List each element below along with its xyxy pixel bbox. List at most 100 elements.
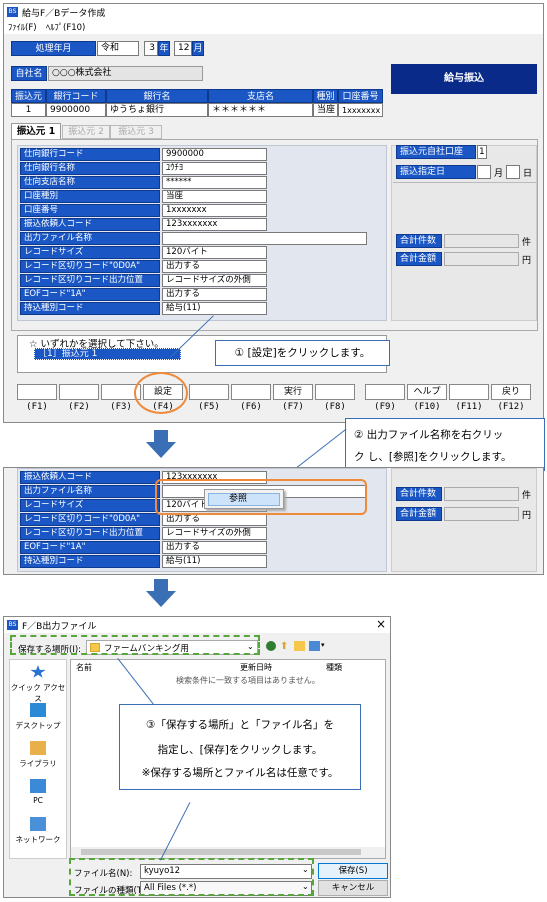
field-label: 仕向銀行コード [20, 148, 160, 161]
transfer-month-field[interactable] [477, 165, 491, 179]
context-menu-browse[interactable]: 参照 [208, 493, 280, 506]
total-amount-unit-2: 円 [522, 511, 532, 521]
down-arrow-2-head [146, 591, 176, 607]
back-icon[interactable] [266, 641, 276, 651]
view-menu-icon[interactable] [309, 641, 320, 651]
source-account-field[interactable]: 1 [477, 145, 487, 159]
td-branch-name[interactable]: ＊＊＊＊＊＊ [208, 103, 313, 117]
filename-label: ファイル名(N): [74, 869, 133, 879]
field-value[interactable]: 出力する [162, 260, 267, 273]
fkey-label-f12: (F12) [497, 402, 525, 412]
fkey-button-f9[interactable] [365, 384, 405, 400]
menu-file[interactable]: ﾌｧｲﾙ(F) [8, 23, 37, 33]
fkey-button-f5[interactable] [189, 384, 229, 400]
scrollbar-thumb[interactable] [81, 849, 361, 855]
th-bank-code: 銀行コード [46, 89, 106, 103]
field-value[interactable]: 120バイト [162, 246, 267, 259]
callout-1: ① [設定]をクリックします。 [215, 340, 390, 366]
td-source[interactable]: 1 [11, 103, 46, 117]
field-value[interactable]: 出力する [162, 541, 267, 554]
th-type: 種別 [313, 89, 338, 103]
month-unit: 月 [192, 41, 204, 56]
td-bank-name[interactable]: ゆうちょ銀行 [106, 103, 208, 117]
view-menu-chevron-icon[interactable]: ▾ [321, 641, 325, 649]
col-type[interactable]: 種類 [326, 663, 342, 672]
filename-chevron-icon[interactable]: ⌄ [302, 865, 309, 874]
period-label: 処理年月 [11, 41, 96, 56]
field-value[interactable]: レコードサイズの外側 [162, 274, 267, 287]
field-value[interactable]: 1xxxxxxx [162, 204, 267, 217]
place-label[interactable]: ライブラリ [19, 759, 57, 768]
field-value[interactable]: ****** [162, 176, 267, 189]
callout3-line2: 指定し、[保存]をクリックします。 [157, 744, 323, 756]
callout-2: ② 出力ファイル名称を右クリッ ク し、[参照]をクリックします。 [345, 418, 545, 471]
tab-source-3[interactable]: 振込元 3 [110, 125, 162, 139]
place-label[interactable]: ネットワーク [15, 835, 61, 844]
td-type[interactable]: 当座 [313, 103, 338, 117]
field-value[interactable]: ﾕｳﾁﾖ [162, 162, 267, 175]
fkey-label-f3: (F3) [110, 402, 132, 412]
field-value[interactable]: 出力する [162, 513, 267, 526]
highlight-save-in [10, 635, 260, 655]
fkey-button-f8[interactable] [315, 384, 355, 400]
down-arrow-1 [154, 430, 168, 442]
place-label[interactable]: デスクトップ [15, 721, 61, 730]
field-value[interactable]: 給与(11) [162, 555, 267, 568]
total-count-unit-2: 件 [522, 491, 532, 501]
library-icon[interactable] [30, 741, 46, 755]
fkey-button-f2[interactable] [59, 384, 99, 400]
network-icon[interactable] [30, 817, 46, 831]
filename-input[interactable]: kyuyo12 [140, 864, 312, 879]
menu-help[interactable]: ﾍﾙﾌﾟ(F10) [46, 23, 86, 33]
transfer-day-field[interactable] [506, 165, 520, 179]
fkey-button-f7[interactable]: 実行 [273, 384, 313, 400]
selection-item[interactable]: ［1］振込元 1 [34, 348, 181, 360]
place-label[interactable]: クイック アクセス [10, 683, 66, 703]
empty-message: 検索条件に一致する項目はありません。 [176, 676, 320, 685]
save-button[interactable]: 保存(S) [318, 863, 388, 879]
td-account[interactable]: 1xxxxxxx [338, 103, 383, 117]
save-in-select[interactable]: ファームバンキング用 ⌄ [86, 640, 258, 655]
company-field: ○○○株式会社 [48, 66, 203, 81]
down-arrow-2 [154, 579, 168, 591]
th-bank-name: 銀行名 [106, 89, 208, 103]
horizontal-scrollbar[interactable] [71, 847, 385, 858]
era-field[interactable]: 令和 [97, 41, 139, 56]
td-bank-code[interactable]: 9900000 [46, 103, 106, 117]
month-field[interactable]: 12 [174, 41, 192, 56]
field-value[interactable]: レコードサイズの外側 [162, 527, 267, 540]
year-field[interactable]: 3 [144, 41, 158, 56]
field-value[interactable]: 給与(11) [162, 302, 267, 315]
fkey-button-f11[interactable] [449, 384, 489, 400]
field-label: レコードサイズ [20, 499, 160, 512]
tab-source-1[interactable]: 振込元 1 [11, 123, 61, 139]
dialog-title-bar: BS F／B出力ファイル × [4, 617, 390, 633]
fkey-button-f10[interactable]: ヘルプ [407, 384, 447, 400]
col-date[interactable]: 更新日時 [240, 663, 272, 672]
field-value[interactable]: 出力する [162, 288, 267, 301]
field-label: レコードサイズ [20, 246, 160, 259]
fkey-label-f6: (F6) [240, 402, 262, 412]
pc-icon[interactable] [30, 779, 46, 793]
up-folder-icon[interactable]: ⬆ [280, 641, 289, 652]
field-value[interactable]: 123xxxxxxx [162, 218, 267, 231]
tab-source-2[interactable]: 振込元 2 [62, 125, 110, 139]
col-name[interactable]: 名前 [76, 663, 92, 672]
new-folder-icon[interactable] [294, 641, 305, 651]
field-value[interactable]: 当座 [162, 190, 267, 203]
field-value[interactable] [162, 232, 367, 245]
fkey-label-f1: (F1) [26, 402, 48, 412]
total-amount-field-2 [444, 507, 519, 521]
fkey-button-f6[interactable] [231, 384, 271, 400]
desktop-icon[interactable] [30, 703, 46, 717]
fkey-button-f12[interactable]: 戻り [491, 384, 531, 400]
cancel-button[interactable]: キャンセル [318, 880, 388, 896]
field-label: 仕向銀行名称 [20, 162, 160, 175]
pay-transfer-button[interactable]: 給与振込 [391, 64, 537, 94]
place-label[interactable]: PC [33, 796, 43, 805]
save-in-label: 保存する場所(I): [18, 645, 82, 655]
close-icon[interactable]: × [376, 617, 387, 631]
field-value[interactable]: 9900000 [162, 148, 267, 161]
filetype-chevron-icon[interactable]: ⌄ [302, 882, 309, 891]
fkey-button-f1[interactable] [17, 384, 57, 400]
